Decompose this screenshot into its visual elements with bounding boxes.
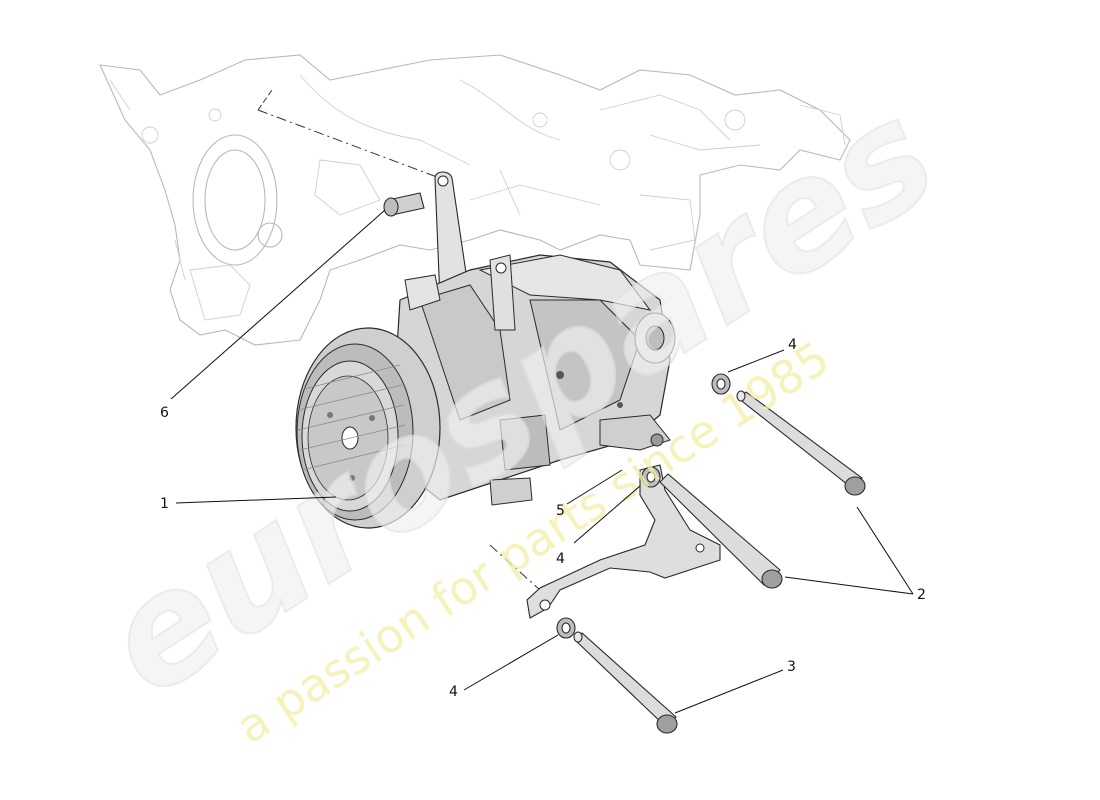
ac-compressor <box>295 254 676 529</box>
callout-2: 2 <box>917 587 926 603</box>
part-4-washer-top <box>711 373 731 395</box>
callout-4-middle: 4 <box>556 551 565 567</box>
callout-labels: 1 2 3 4 4 4 5 6 <box>160 337 926 700</box>
watermark-logo: eurospares <box>75 68 965 730</box>
leader-lines <box>170 209 914 714</box>
part-2-bolt-lower <box>659 473 783 589</box>
part-4-washer-middle <box>641 466 661 488</box>
part-3-bolt <box>573 631 678 734</box>
watermark: eurospares a passion for parts since 198… <box>74 67 966 755</box>
part-6-bolt <box>383 192 425 217</box>
callout-4-top: 4 <box>788 337 797 353</box>
callout-6: 6 <box>160 405 169 421</box>
callout-1: 1 <box>160 496 169 512</box>
callout-4-bottom: 4 <box>449 684 458 700</box>
callout-3: 3 <box>787 659 796 675</box>
engine-block-outline <box>99 54 851 591</box>
part-4-washer-bottom <box>556 617 576 639</box>
callout-5: 5 <box>556 503 565 519</box>
part-2-bolt-upper <box>736 390 866 496</box>
